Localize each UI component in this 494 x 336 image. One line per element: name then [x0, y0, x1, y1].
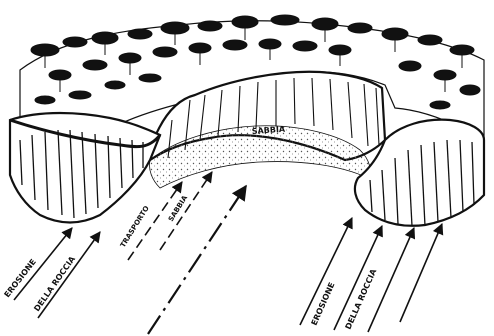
label-erosion-right: EROSIONE	[310, 281, 337, 327]
left-headland-cliff	[10, 113, 160, 223]
arrow-left-erosion-2	[38, 232, 100, 318]
arrow-right-erosion-3	[368, 228, 414, 332]
label-transport: TRASPORTO	[119, 204, 151, 249]
arrow-right-erosion-4	[400, 224, 442, 322]
label-rock-left: DELLA ROCCIA	[32, 254, 77, 313]
arrow-center	[148, 186, 246, 334]
